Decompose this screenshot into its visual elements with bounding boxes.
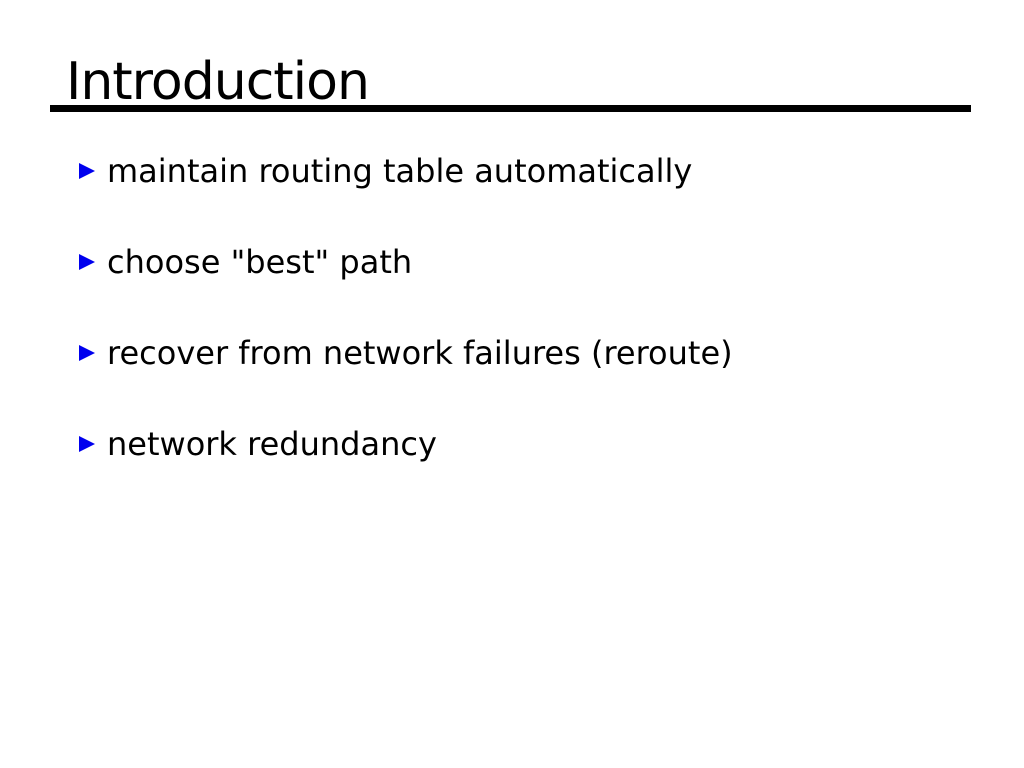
slide-title: Introduction [66, 52, 370, 112]
right-triangle-bullet-icon [79, 436, 95, 452]
bullet-text: maintain routing table automatically [107, 152, 693, 190]
bullet-item: choose "best" path [79, 242, 412, 282]
right-triangle-bullet-icon [79, 345, 95, 361]
bullet-text: choose "best" path [107, 243, 413, 281]
bullet-text: recover from network failures (reroute) [107, 334, 733, 372]
bullet-item: recover from network failures (reroute) [79, 333, 733, 373]
bullet-item: maintain routing table automatically [79, 151, 692, 191]
right-triangle-bullet-icon [79, 163, 95, 179]
title-underline-rule [50, 105, 971, 112]
right-triangle-bullet-icon [79, 254, 95, 270]
bullet-item: network redundancy [79, 424, 437, 464]
bullet-text: network redundancy [107, 425, 437, 463]
